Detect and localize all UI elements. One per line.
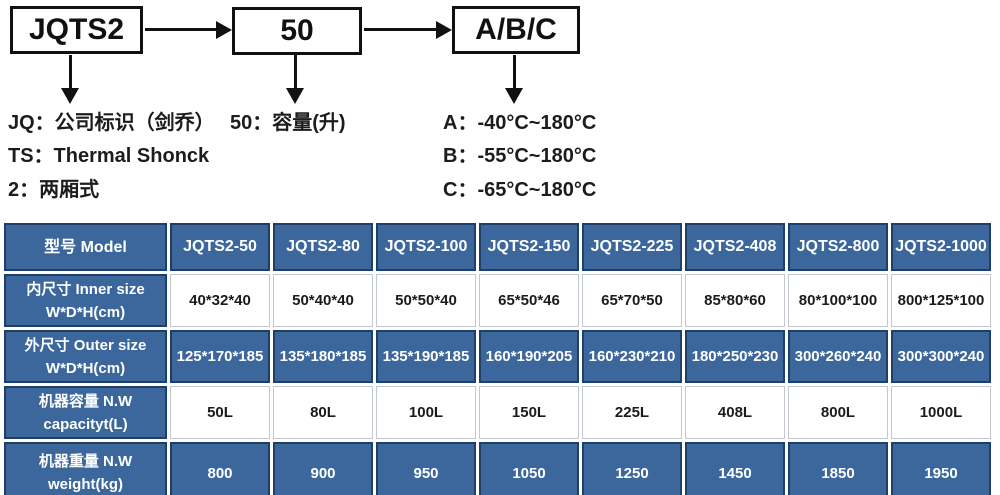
- legend-two-zone: 2：两厢式: [8, 179, 100, 201]
- value-cell: 80L: [273, 386, 373, 439]
- legend-thermal-shock: TS：Thermal Shonck: [8, 145, 210, 167]
- table-header-row: 型号 Model JQTS2-50 JQTS2-80 JQTS2-100 JQT…: [4, 223, 991, 271]
- row-label-cn: 外尺寸 Outer size: [24, 336, 147, 354]
- legend-temp-a: A：-40°C~180°C: [443, 112, 597, 134]
- value-cell: 800: [170, 442, 270, 495]
- value-cell: 180*250*230: [685, 330, 785, 383]
- value-cell: 800*125*100: [891, 274, 991, 327]
- value-cell: 50L: [170, 386, 270, 439]
- value-cell: 1050: [479, 442, 579, 495]
- arrow-line: [513, 55, 516, 89]
- value-cell: 150L: [479, 386, 579, 439]
- legend-capacity: 50：容量(升): [230, 112, 346, 134]
- model-header-cell: JQTS2-50: [170, 223, 270, 271]
- table-row-inner-size: 内尺寸 Inner size W*D*H(cm) 40*32*40 50*40*…: [4, 274, 991, 327]
- value-cell: 950: [376, 442, 476, 495]
- legend-temp-c: C：-65°C~180°C: [443, 179, 597, 201]
- value-cell: 65*70*50: [582, 274, 682, 327]
- value-cell: 65*50*46: [479, 274, 579, 327]
- flow-box-capacity: 50: [232, 7, 362, 55]
- row-label: 外尺寸 Outer size W*D*H(cm): [4, 330, 167, 383]
- value-cell: 160*230*210: [582, 330, 682, 383]
- value-cell: 40*32*40: [170, 274, 270, 327]
- value-cell: 50*50*40: [376, 274, 476, 327]
- model-naming-diagram: JQTS2 50 A/B/C JQ：公司标识（剑乔） 50：容量(升) TS：T…: [0, 0, 1000, 220]
- model-header-cell: JQTS2-150: [479, 223, 579, 271]
- model-header-cell: JQTS2-100: [376, 223, 476, 271]
- value-cell: 1000L: [891, 386, 991, 439]
- value-cell: 300*300*240: [891, 330, 991, 383]
- table-row-outer-size: 外尺寸 Outer size W*D*H(cm) 125*170*185 135…: [4, 330, 991, 383]
- row-label-en: W*D*H(cm): [45, 303, 126, 321]
- row-label-en: capacityt(L): [43, 415, 128, 433]
- table-row-capacity: 机器容量 N.W capacityt(L) 50L 80L 100L 150L …: [4, 386, 991, 439]
- arrow-down-icon: [505, 88, 523, 104]
- header-model-label: 型号 Model: [4, 223, 167, 271]
- arrow-down-icon: [286, 88, 304, 104]
- arrow-line: [145, 28, 219, 31]
- row-label: 机器容量 N.W capacityt(L): [4, 386, 167, 439]
- arrow-line: [294, 55, 297, 89]
- value-cell: 300*260*240: [788, 330, 888, 383]
- legend-temp-b: B：-55°C~180°C: [443, 145, 597, 167]
- value-cell: 85*80*60: [685, 274, 785, 327]
- model-header-cell: JQTS2-1000: [891, 223, 991, 271]
- flow-box-temp-grade: A/B/C: [452, 6, 580, 54]
- value-cell: 800L: [788, 386, 888, 439]
- row-label-cn: 机器容量 N.W: [38, 392, 133, 410]
- spec-table: 型号 Model JQTS2-50 JQTS2-80 JQTS2-100 JQT…: [1, 220, 994, 495]
- value-cell: 50*40*40: [273, 274, 373, 327]
- value-cell: 408L: [685, 386, 785, 439]
- value-cell: 1950: [891, 442, 991, 495]
- value-cell: 1850: [788, 442, 888, 495]
- arrow-line: [364, 28, 438, 31]
- row-label: 机器重量 N.W weight(kg): [4, 442, 167, 495]
- model-header-cell: JQTS2-225: [582, 223, 682, 271]
- value-cell: 900: [273, 442, 373, 495]
- table-row-weight: 机器重量 N.W weight(kg) 800 900 950 1050 125…: [4, 442, 991, 495]
- row-label-cn: 机器重量 N.W: [38, 453, 133, 470]
- value-cell: 225L: [582, 386, 682, 439]
- row-label-en: weight(kg): [48, 476, 123, 493]
- model-header-cell: JQTS2-80: [273, 223, 373, 271]
- arrow-line: [69, 55, 72, 89]
- value-cell: 135*180*185: [273, 330, 373, 383]
- value-cell: 135*190*185: [376, 330, 476, 383]
- value-cell: 100L: [376, 386, 476, 439]
- arrow-right-icon: [216, 21, 232, 39]
- value-cell: 80*100*100: [788, 274, 888, 327]
- arrow-down-icon: [61, 88, 79, 104]
- model-header-cell: JQTS2-800: [788, 223, 888, 271]
- row-label: 内尺寸 Inner size W*D*H(cm): [4, 274, 167, 327]
- value-cell: 125*170*185: [170, 330, 270, 383]
- flow-box-brand: JQTS2: [10, 6, 143, 54]
- value-cell: 160*190*205: [479, 330, 579, 383]
- value-cell: 1450: [685, 442, 785, 495]
- row-label-cn: 内尺寸 Inner size: [26, 280, 145, 298]
- model-header-cell: JQTS2-408: [685, 223, 785, 271]
- value-cell: 1250: [582, 442, 682, 495]
- arrow-right-icon: [436, 21, 452, 39]
- legend-brand: JQ：公司标识（剑乔）: [8, 112, 215, 134]
- row-label-en: W*D*H(cm): [45, 359, 126, 377]
